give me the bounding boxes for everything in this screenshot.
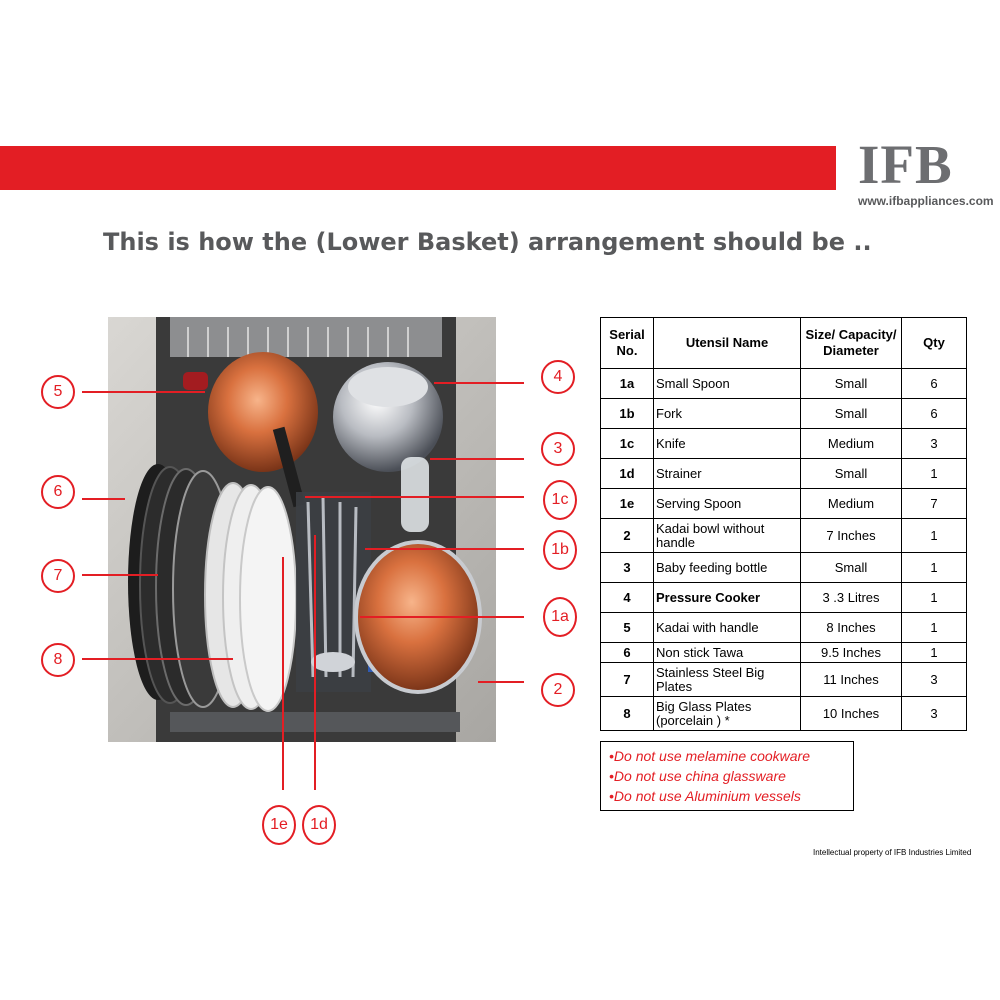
cell-qty: 6 [901, 368, 967, 399]
utensil-table: Serial No. Utensil Name Size/ Capacity/ … [600, 317, 967, 731]
header-red-band [0, 146, 836, 190]
cell-qty: 1 [901, 552, 967, 583]
callout-8: 8 [41, 643, 75, 677]
cell-name: Pressure Cooker [653, 582, 801, 613]
table-header-row: Serial No. Utensil Name Size/ Capacity/ … [600, 317, 967, 369]
callout-1e: 1e [262, 805, 296, 845]
cell-qty: 1 [901, 582, 967, 613]
header-size: Size/ Capacity/ Diameter [800, 317, 902, 369]
cell-name: Knife [653, 428, 801, 459]
cell-name: Serving Spoon [653, 488, 801, 519]
table-row: 8 Big Glass Plates (porcelain ) * 10 Inc… [600, 696, 967, 731]
table-row: 6 Non stick Tawa 9.5 Inches 1 [600, 642, 967, 663]
callout-3: 3 [541, 432, 575, 466]
cell-serial: 1e [600, 488, 654, 519]
cell-serial: 1c [600, 428, 654, 459]
table-row: 4 Pressure Cooker 3 .3 Litres 1 [600, 582, 967, 613]
cell-size: Small [800, 398, 902, 429]
cell-serial: 5 [600, 612, 654, 643]
ifb-logo: IFB [858, 134, 953, 195]
cell-qty: 3 [901, 428, 967, 459]
cell-serial: 7 [600, 662, 654, 697]
header-utensil-name: Utensil Name [653, 317, 801, 369]
header-serial: Serial No. [600, 317, 654, 369]
cell-name: Kadai bowl without handle [653, 518, 801, 553]
dishwasher-lower-basket-photo [108, 317, 496, 742]
footer-copyright: Intellectual property of IFB Industries … [813, 848, 972, 857]
table-row: 1c Knife Medium 3 [600, 428, 967, 459]
cell-size: 9.5 Inches [800, 642, 902, 663]
warning-note: •Do not use melamine cookware [609, 748, 810, 764]
callout-2: 2 [541, 673, 575, 707]
cell-serial: 8 [600, 696, 654, 731]
cell-size: 8 Inches [800, 612, 902, 643]
cell-qty: 1 [901, 518, 967, 553]
callout-1b: 1b [543, 530, 577, 570]
cell-qty: 1 [901, 458, 967, 489]
callout-6: 6 [41, 475, 75, 509]
table-row: 1b Fork Small 6 [600, 398, 967, 429]
cell-name: Non stick Tawa [653, 642, 801, 663]
cell-name: Strainer [653, 458, 801, 489]
table-row: 2 Kadai bowl without handle 7 Inches 1 [600, 518, 967, 553]
cell-size: 7 Inches [800, 518, 902, 553]
cell-size: 3 .3 Litres [800, 582, 902, 613]
cell-name: Small Spoon [653, 368, 801, 399]
cell-serial: 6 [600, 642, 654, 663]
table-row: 1e Serving Spoon Medium 7 [600, 488, 967, 519]
cell-name: Kadai with handle [653, 612, 801, 643]
cell-size: Medium [800, 428, 902, 459]
cell-size: Small [800, 552, 902, 583]
cell-serial: 1b [600, 398, 654, 429]
cell-serial: 4 [600, 582, 654, 613]
cell-name: Stainless Steel Big Plates [653, 662, 801, 697]
cell-qty: 1 [901, 612, 967, 643]
table-row: 7 Stainless Steel Big Plates 11 Inches 3 [600, 662, 967, 697]
page-title: This is how the (Lower Basket) arrangeme… [103, 228, 872, 256]
cell-serial: 1a [600, 368, 654, 399]
cell-serial: 1d [600, 458, 654, 489]
warning-notes-box: •Do not use melamine cookware •Do not us… [600, 741, 854, 811]
table-row: 5 Kadai with handle 8 Inches 1 [600, 612, 967, 643]
cell-size: Medium [800, 488, 902, 519]
callout-1c: 1c [543, 480, 577, 520]
website-url: www.ifbappliances.com [858, 194, 994, 208]
cell-size: 11 Inches [800, 662, 902, 697]
header-qty: Qty [901, 317, 967, 369]
cell-qty: 1 [901, 642, 967, 663]
cell-name: Baby feeding bottle [653, 552, 801, 583]
cell-size: Small [800, 368, 902, 399]
callout-4: 4 [541, 360, 575, 394]
callout-1a: 1a [543, 597, 577, 637]
cell-name: Big Glass Plates (porcelain ) * [653, 696, 801, 731]
cell-qty: 7 [901, 488, 967, 519]
cell-qty: 3 [901, 662, 967, 697]
cell-name: Fork [653, 398, 801, 429]
table-row: 3 Baby feeding bottle Small 1 [600, 552, 967, 583]
callout-5: 5 [41, 375, 75, 409]
warning-note: •Do not use Aluminium vessels [609, 788, 801, 804]
table-row: 1d Strainer Small 1 [600, 458, 967, 489]
cell-qty: 6 [901, 398, 967, 429]
cell-serial: 3 [600, 552, 654, 583]
cell-size: 10 Inches [800, 696, 902, 731]
callout-7: 7 [41, 559, 75, 593]
warning-note: •Do not use china glassware [609, 768, 786, 784]
table-row: 1a Small Spoon Small 6 [600, 368, 967, 399]
cell-size: Small [800, 458, 902, 489]
cell-qty: 3 [901, 696, 967, 731]
callout-1d: 1d [302, 805, 336, 845]
cell-serial: 2 [600, 518, 654, 553]
